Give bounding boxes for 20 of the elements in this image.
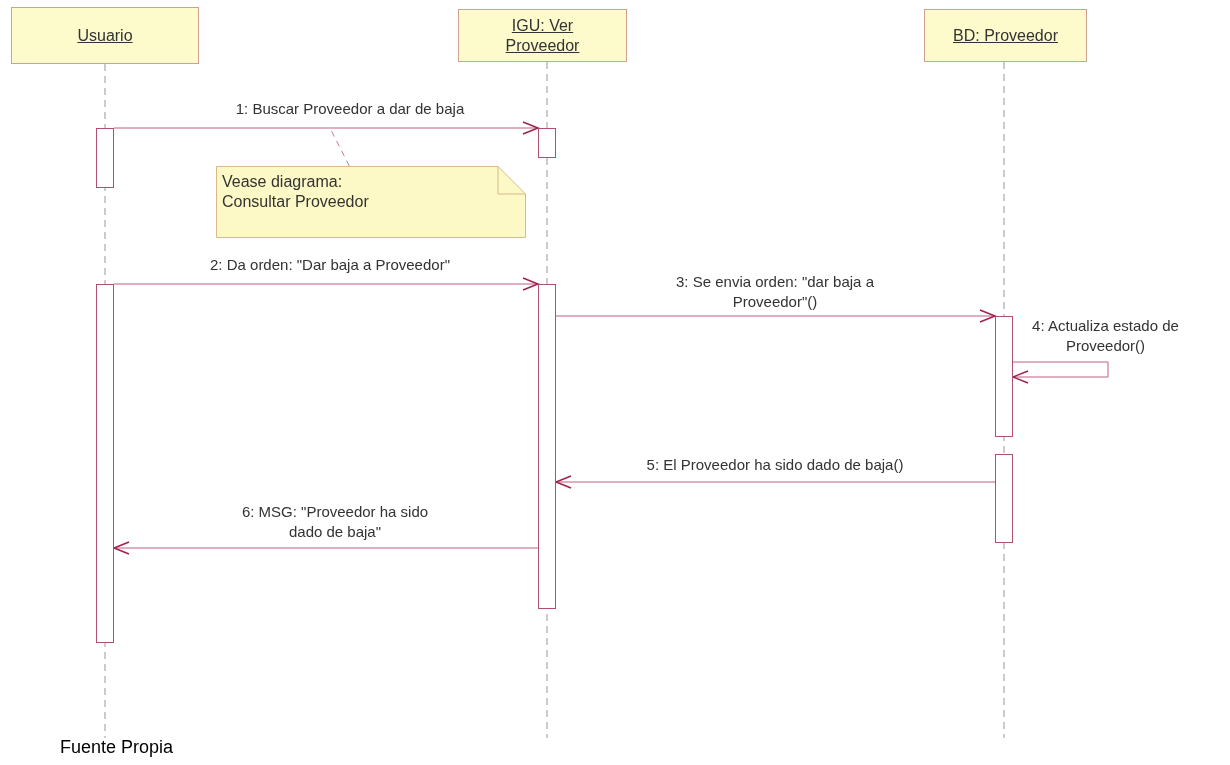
activation-bar <box>96 128 114 188</box>
lifeline-header <box>458 9 627 62</box>
activation-bar <box>995 454 1013 543</box>
object-name: BD: Proveedor <box>953 25 1058 46</box>
activation-bar <box>96 284 114 643</box>
note-text: Vease diagrama: Consultar Proveedor <box>222 172 370 212</box>
message-arrow <box>113 541 539 555</box>
object-name: IGU: Ver Proveedor <box>504 15 581 56</box>
message-arrow <box>113 277 539 291</box>
message-arrow <box>555 309 996 323</box>
object-name: Usuario <box>77 25 133 46</box>
activation-bar <box>995 316 1013 437</box>
message-arrow <box>1012 361 1109 384</box>
message-arrow <box>113 121 539 135</box>
message-arrow <box>555 475 996 489</box>
lifeline-header <box>924 9 1087 62</box>
activation-bar <box>538 128 556 158</box>
lifeline-header <box>11 7 199 64</box>
activation-bar <box>538 284 556 609</box>
source-note: Fuente Propia <box>60 736 174 759</box>
